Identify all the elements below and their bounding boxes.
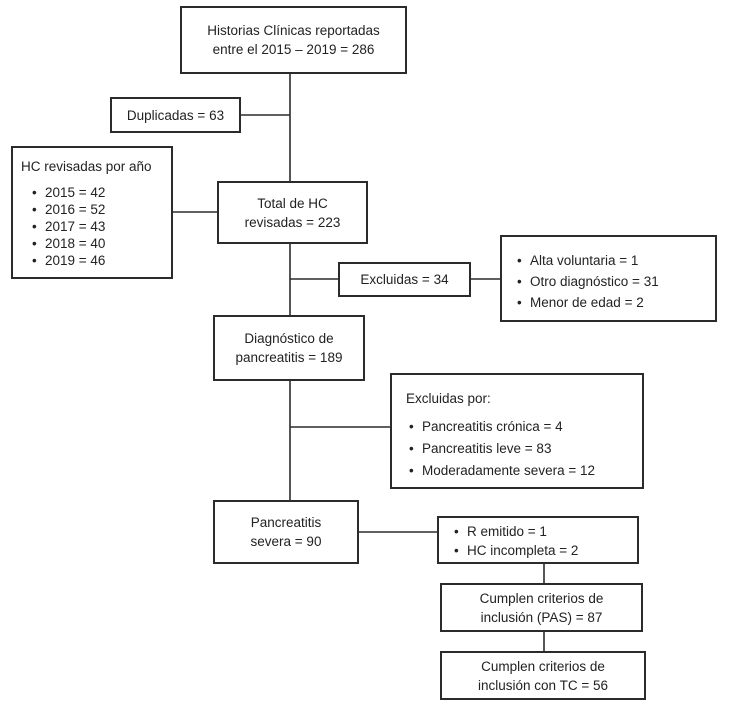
- excluidas-por-box: Excluidas por: Pancreatitis crónica = 4 …: [390, 373, 644, 489]
- historias-line1: Historias Clínicas reportadas: [207, 23, 380, 38]
- list-item-menor-de-edad: Menor de edad = 2: [514, 292, 715, 313]
- list-item-2015: 2015 = 42: [29, 184, 171, 201]
- list-item-r-emitido: R emitido = 1: [451, 522, 637, 541]
- cumplen-pas-line1: Cumplen criterios de: [479, 590, 604, 606]
- list-item-otro-diagnostico: Otro diagnóstico = 31: [514, 271, 715, 292]
- cumplen-tc-box: Cumplen criterios de inclusión con TC = …: [440, 651, 646, 700]
- excluidas-por-title: Excluidas por:: [406, 391, 491, 406]
- revisadas-por-anio-box: HC revisadas por año 2015 = 42 2016 = 52…: [11, 146, 173, 279]
- diagnostico-line1: Diagnóstico de: [244, 331, 334, 346]
- excluidas-por-list: Pancreatitis crónica = 4 Pancreatitis le…: [406, 416, 642, 482]
- excluidas-severa-box: R emitido = 1 HC incompleta = 2: [437, 516, 639, 564]
- list-item-moderadamente-severa: Moderadamente severa = 12: [406, 460, 642, 482]
- excluidas-severa-list: R emitido = 1 HC incompleta = 2: [451, 522, 637, 560]
- severa-line2: severa = 90: [250, 534, 322, 549]
- excluidas-34-detalle-list: Alta voluntaria = 1 Otro diagnóstico = 3…: [514, 250, 715, 313]
- total-hc-box: Total de HC revisadas = 223: [217, 181, 368, 244]
- list-item-pancreatitis-cronica: Pancreatitis crónica = 4: [406, 416, 642, 438]
- duplicadas-box: Duplicadas = 63: [110, 97, 241, 133]
- cumplen-pas-box: Cumplen criterios de inclusión (PAS) = 8…: [440, 583, 643, 632]
- list-item-2016: 2016 = 52: [29, 201, 171, 218]
- total-hc-line2: revisadas = 223: [244, 214, 341, 230]
- list-item-hc-incompleta: HC incompleta = 2: [451, 541, 637, 560]
- diagnostico-box: Diagnóstico de pancreatitis = 189: [213, 315, 365, 381]
- cumplen-pas-line2: inclusión (PAS) = 87: [480, 609, 603, 625]
- total-hc-line1: Total de HC: [257, 195, 328, 211]
- diagnostico-line2: pancreatitis = 189: [235, 350, 343, 365]
- historias-reportadas-box: Historias Clínicas reportadas entre el 2…: [180, 6, 407, 74]
- cumplen-tc-line1: Cumplen criterios de: [481, 658, 605, 674]
- excluidas-34-text: Excluidas = 34: [360, 272, 449, 287]
- list-item-2017: 2017 = 43: [29, 218, 171, 235]
- pancreatitis-severa-box: Pancreatitis severa = 90: [213, 500, 359, 564]
- list-item-2019: 2019 = 46: [29, 252, 171, 269]
- excluidas-34-detalle-box: Alta voluntaria = 1 Otro diagnóstico = 3…: [500, 235, 717, 322]
- list-item-pancreatitis-leve: Pancreatitis leve = 83: [406, 438, 642, 460]
- historias-line2: entre el 2015 – 2019 = 286: [212, 42, 375, 57]
- severa-line1: Pancreatitis: [250, 515, 322, 530]
- list-item-2018: 2018 = 40: [29, 235, 171, 252]
- revisadas-por-anio-title: HC revisadas por año: [21, 159, 152, 174]
- duplicadas-text: Duplicadas = 63: [126, 107, 225, 123]
- cumplen-tc-line2: inclusión con TC = 56: [478, 677, 608, 693]
- excluidas-34-box: Excluidas = 34: [338, 262, 471, 297]
- revisadas-por-anio-list: 2015 = 42 2016 = 52 2017 = 43 2018 = 40 …: [29, 184, 171, 269]
- list-item-alta-voluntaria: Alta voluntaria = 1: [514, 250, 715, 271]
